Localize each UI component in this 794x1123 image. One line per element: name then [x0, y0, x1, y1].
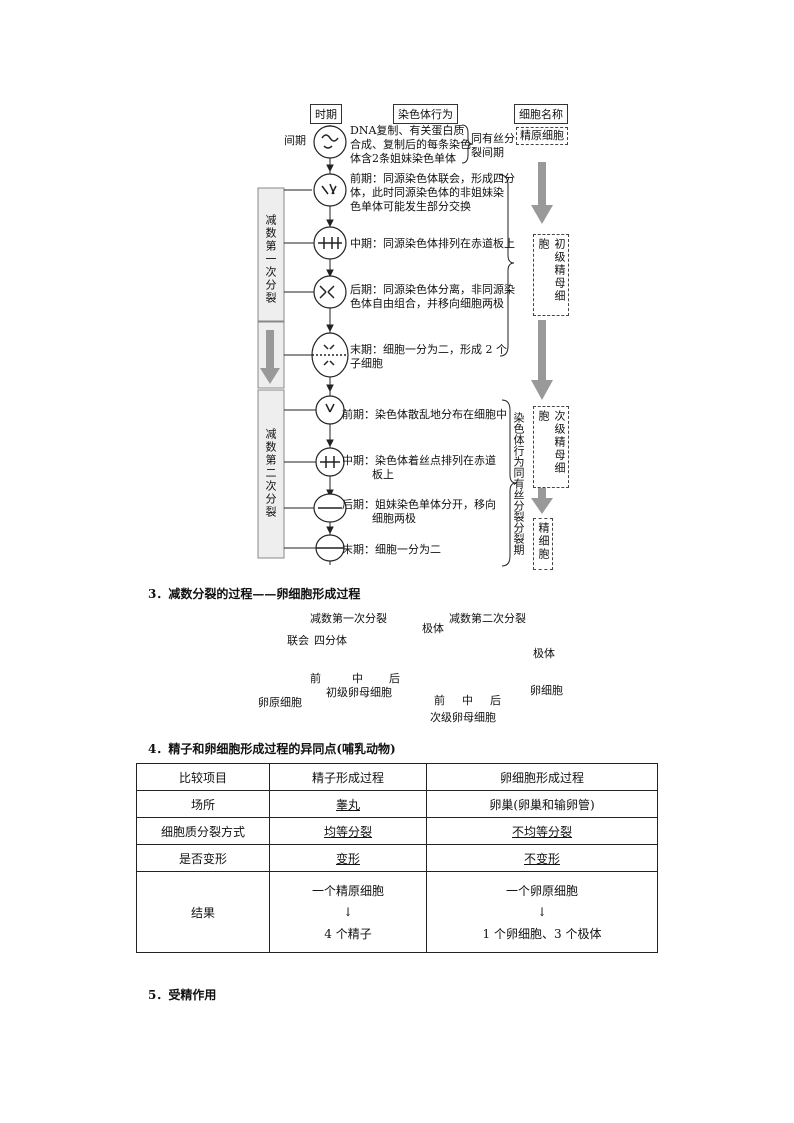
section3-title: 3．减数分裂的过程——卵细胞形成过程 [148, 585, 360, 602]
table-cell: 不均等分裂 [427, 818, 658, 845]
sperm-result-line: 一个精原细胞 [274, 882, 422, 899]
m1-metaphase: 中期：同源染色体排列在赤道板上 [350, 237, 515, 251]
m1-telophase-1: 末期：细胞一分为二，形成 2 个 [350, 343, 507, 357]
table-row: 是否变形 变形 不变形 [137, 845, 658, 872]
m2-telophase: 末期：细胞一分为二 [342, 543, 441, 557]
m2-anaphase-1: 后期：姐妹染色单体分开，移向 [342, 498, 496, 512]
oog-egg-label: 卵细胞 [530, 684, 563, 698]
oog-ana-2: 后 [490, 694, 501, 708]
table-row-result: 结果 一个精原细胞 ↓ 4 个精子 一个卵原细胞 ↓ 1 个卵细胞、3 个极体 [137, 872, 658, 953]
table-header: 卵细胞形成过程 [427, 764, 658, 791]
oog-tetrad-label: 四分体 [314, 634, 347, 648]
interphase-desc-2: 合成、复制后的每条染色 [350, 138, 471, 152]
interphase-desc-1: DNA复制、有关蛋白质 [350, 124, 464, 138]
table-header-row: 比较项目 精子形成过程 卵细胞形成过程 [137, 764, 658, 791]
oog-primary-label: 初级卵母细胞 [326, 686, 392, 700]
comparison-table: 比较项目 精子形成过程 卵细胞形成过程 场所 睾丸 卵巢(卵巢和输卵管) 细胞质… [136, 763, 658, 953]
oog-meta-2: 中 [462, 694, 473, 708]
oog-meiosis2-label: 减数第二次分裂 [449, 612, 526, 626]
meiosis2-label: 减数第二次分裂 [262, 428, 278, 519]
cell-spermatogonium: 精原细胞 [516, 127, 568, 145]
table-cell: 场所 [137, 791, 270, 818]
m1-anaphase-1: 后期：同源染色体分离，非同源染 [350, 283, 515, 297]
cell-secondary-spermatocyte: 次级精母细胞 [533, 406, 569, 488]
m1-prophase-1: 前期：同源染色体联会，形成四分 [350, 172, 515, 186]
oog-ana-1: 后 [389, 672, 400, 686]
m2-note: 染色体行为同有丝分裂分裂期 [512, 412, 524, 562]
table-cell: 是否变形 [137, 845, 270, 872]
cell-spermatid: 精细胞 [533, 518, 553, 570]
oog-secondary-label: 次级卵母细胞 [430, 711, 496, 725]
sperm-result-line: 4 个精子 [274, 925, 422, 942]
interphase-note-2: 裂间期 [471, 146, 504, 160]
table-cell: 均等分裂 [270, 818, 427, 845]
oog-pro-2: 前 [434, 694, 445, 708]
header-period: 时期 [310, 104, 342, 124]
oog-oogonium-label: 卵原细胞 [258, 696, 302, 710]
table-row: 细胞质分裂方式 均等分裂 不均等分裂 [137, 818, 658, 845]
table-header: 比较项目 [137, 764, 270, 791]
down-arrow-icon: ↓ [431, 905, 653, 919]
meiosis1-label: 减数第一次分裂 [262, 214, 278, 305]
interphase-desc-3: 体含2条姐妹染色单体 [350, 152, 456, 166]
oog-polar-body-top: 极体 [422, 622, 444, 636]
table-cell-egg-result: 一个卵原细胞 ↓ 1 个卵细胞、3 个极体 [427, 872, 658, 953]
table-cell: 睾丸 [270, 791, 427, 818]
section5-title: 5．受精作用 [148, 986, 216, 1003]
table-cell-sperm-result: 一个精原细胞 ↓ 4 个精子 [270, 872, 427, 953]
oog-synapsis-label: 联会 [287, 634, 309, 648]
m2-metaphase-2: 板上 [372, 468, 394, 482]
egg-result-line: 一个卵原细胞 [431, 882, 653, 899]
header-chromosome-behavior: 染色体行为 [393, 104, 458, 124]
table-row: 场所 睾丸 卵巢(卵巢和输卵管) [137, 791, 658, 818]
oog-meiosis1-label: 减数第一次分裂 [310, 612, 387, 626]
cell-primary-spermatocyte: 初级精母细胞 [533, 234, 569, 316]
down-arrow-icon: ↓ [274, 905, 422, 919]
table-cell: 不变形 [427, 845, 658, 872]
egg-result-line: 1 个卵细胞、3 个极体 [431, 925, 653, 942]
m2-prophase: 前期：染色体散乱地分布在细胞中 [342, 408, 507, 422]
oog-pro-1: 前 [310, 672, 321, 686]
interphase-note-1: 同有丝分 [471, 132, 515, 146]
table-cell: 卵巢(卵巢和输卵管) [427, 791, 658, 818]
m1-prophase-2: 体，此时同源染色体的非姐妹染 [350, 186, 504, 200]
oog-polar-body-right: 极体 [533, 647, 555, 661]
m2-metaphase-1: 中期：染色体着丝点排列在赤道 [342, 454, 496, 468]
table-cell: 变形 [270, 845, 427, 872]
table-cell: 细胞质分裂方式 [137, 818, 270, 845]
table-header: 精子形成过程 [270, 764, 427, 791]
table-cell: 结果 [137, 872, 270, 953]
m1-prophase-3: 色单体可能发生部分交换 [350, 200, 471, 214]
m2-anaphase-2: 细胞两极 [372, 512, 416, 526]
oog-meta-1: 中 [352, 672, 363, 686]
header-cell-name: 细胞名称 [514, 104, 568, 124]
section4-title: 4．精子和卵细胞形成过程的异同点(哺乳动物) [148, 740, 396, 757]
interphase-label: 间期 [284, 134, 306, 148]
m1-telophase-2: 子细胞 [350, 357, 383, 371]
m1-anaphase-2: 色体自由组合，并移向细胞两极 [350, 297, 504, 311]
